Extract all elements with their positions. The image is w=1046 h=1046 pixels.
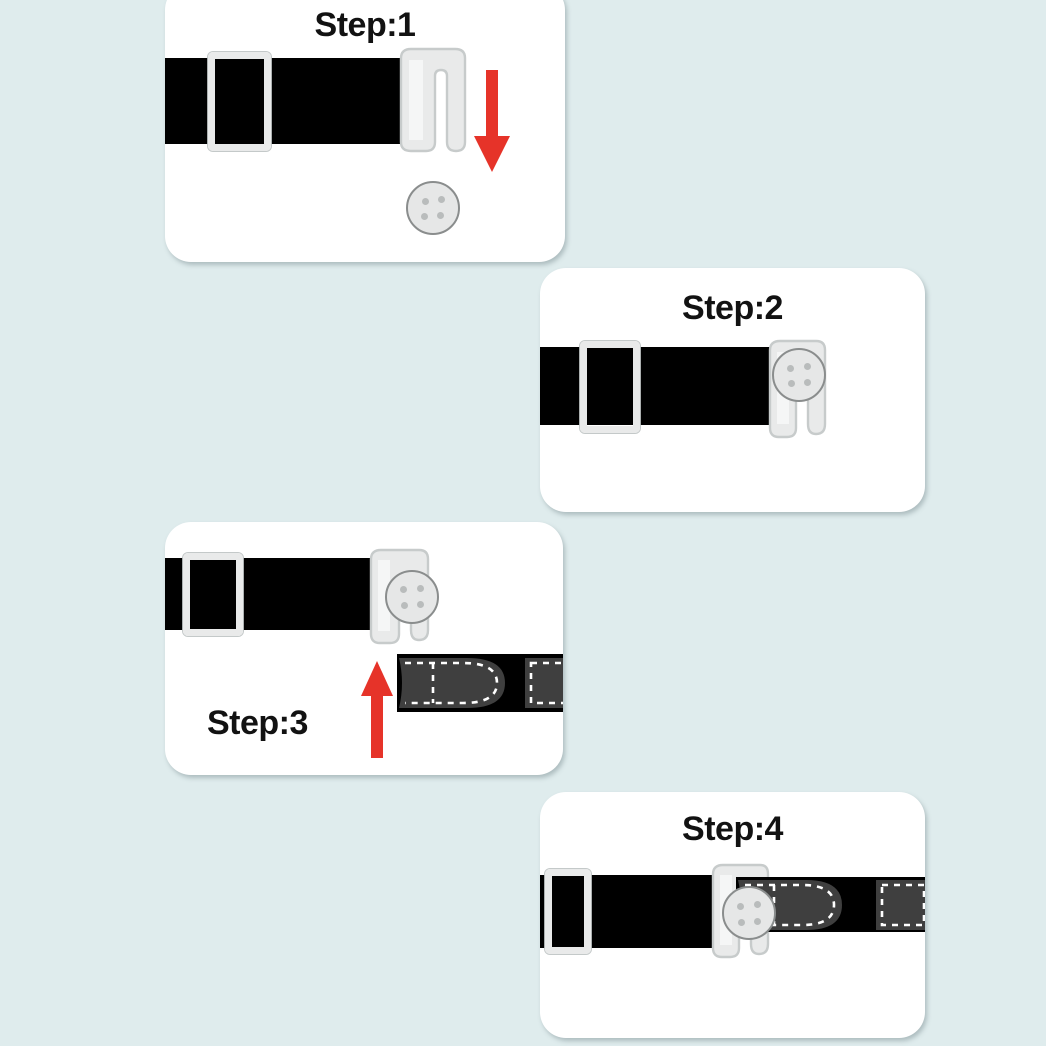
arrow-down-icon-1 <box>470 70 514 174</box>
belt-strap-1 <box>165 58 415 144</box>
button-disc-1 <box>406 181 460 235</box>
button-disc-3 <box>385 570 439 624</box>
belt-keeper-1 <box>208 52 271 151</box>
step-card-2: Step:2 <box>540 268 925 512</box>
step-3-title: Step:3 <box>207 704 308 742</box>
belt-keeper-4 <box>545 869 591 954</box>
hook-plate-1 <box>393 46 471 154</box>
belt-strap-3 <box>165 558 380 630</box>
belt-keeper-3 <box>183 553 243 636</box>
step-4-title: Step:4 <box>682 810 783 848</box>
step-card-1: Step:1 <box>165 0 565 262</box>
belt-keeper-2 <box>580 341 640 433</box>
step-card-4: Step:4 <box>540 792 925 1038</box>
belt-strap-4 <box>540 875 720 948</box>
step-1-title: Step:1 <box>314 6 416 44</box>
arrow-up-icon-3 <box>358 660 396 758</box>
belt-strap-2 <box>540 347 785 425</box>
button-disc-2 <box>772 348 826 402</box>
step-2-title: Step:2 <box>682 289 783 327</box>
strap-tab-3 <box>397 646 563 720</box>
step-card-3: Step:3 <box>165 522 563 775</box>
button-disc-4 <box>722 886 776 940</box>
